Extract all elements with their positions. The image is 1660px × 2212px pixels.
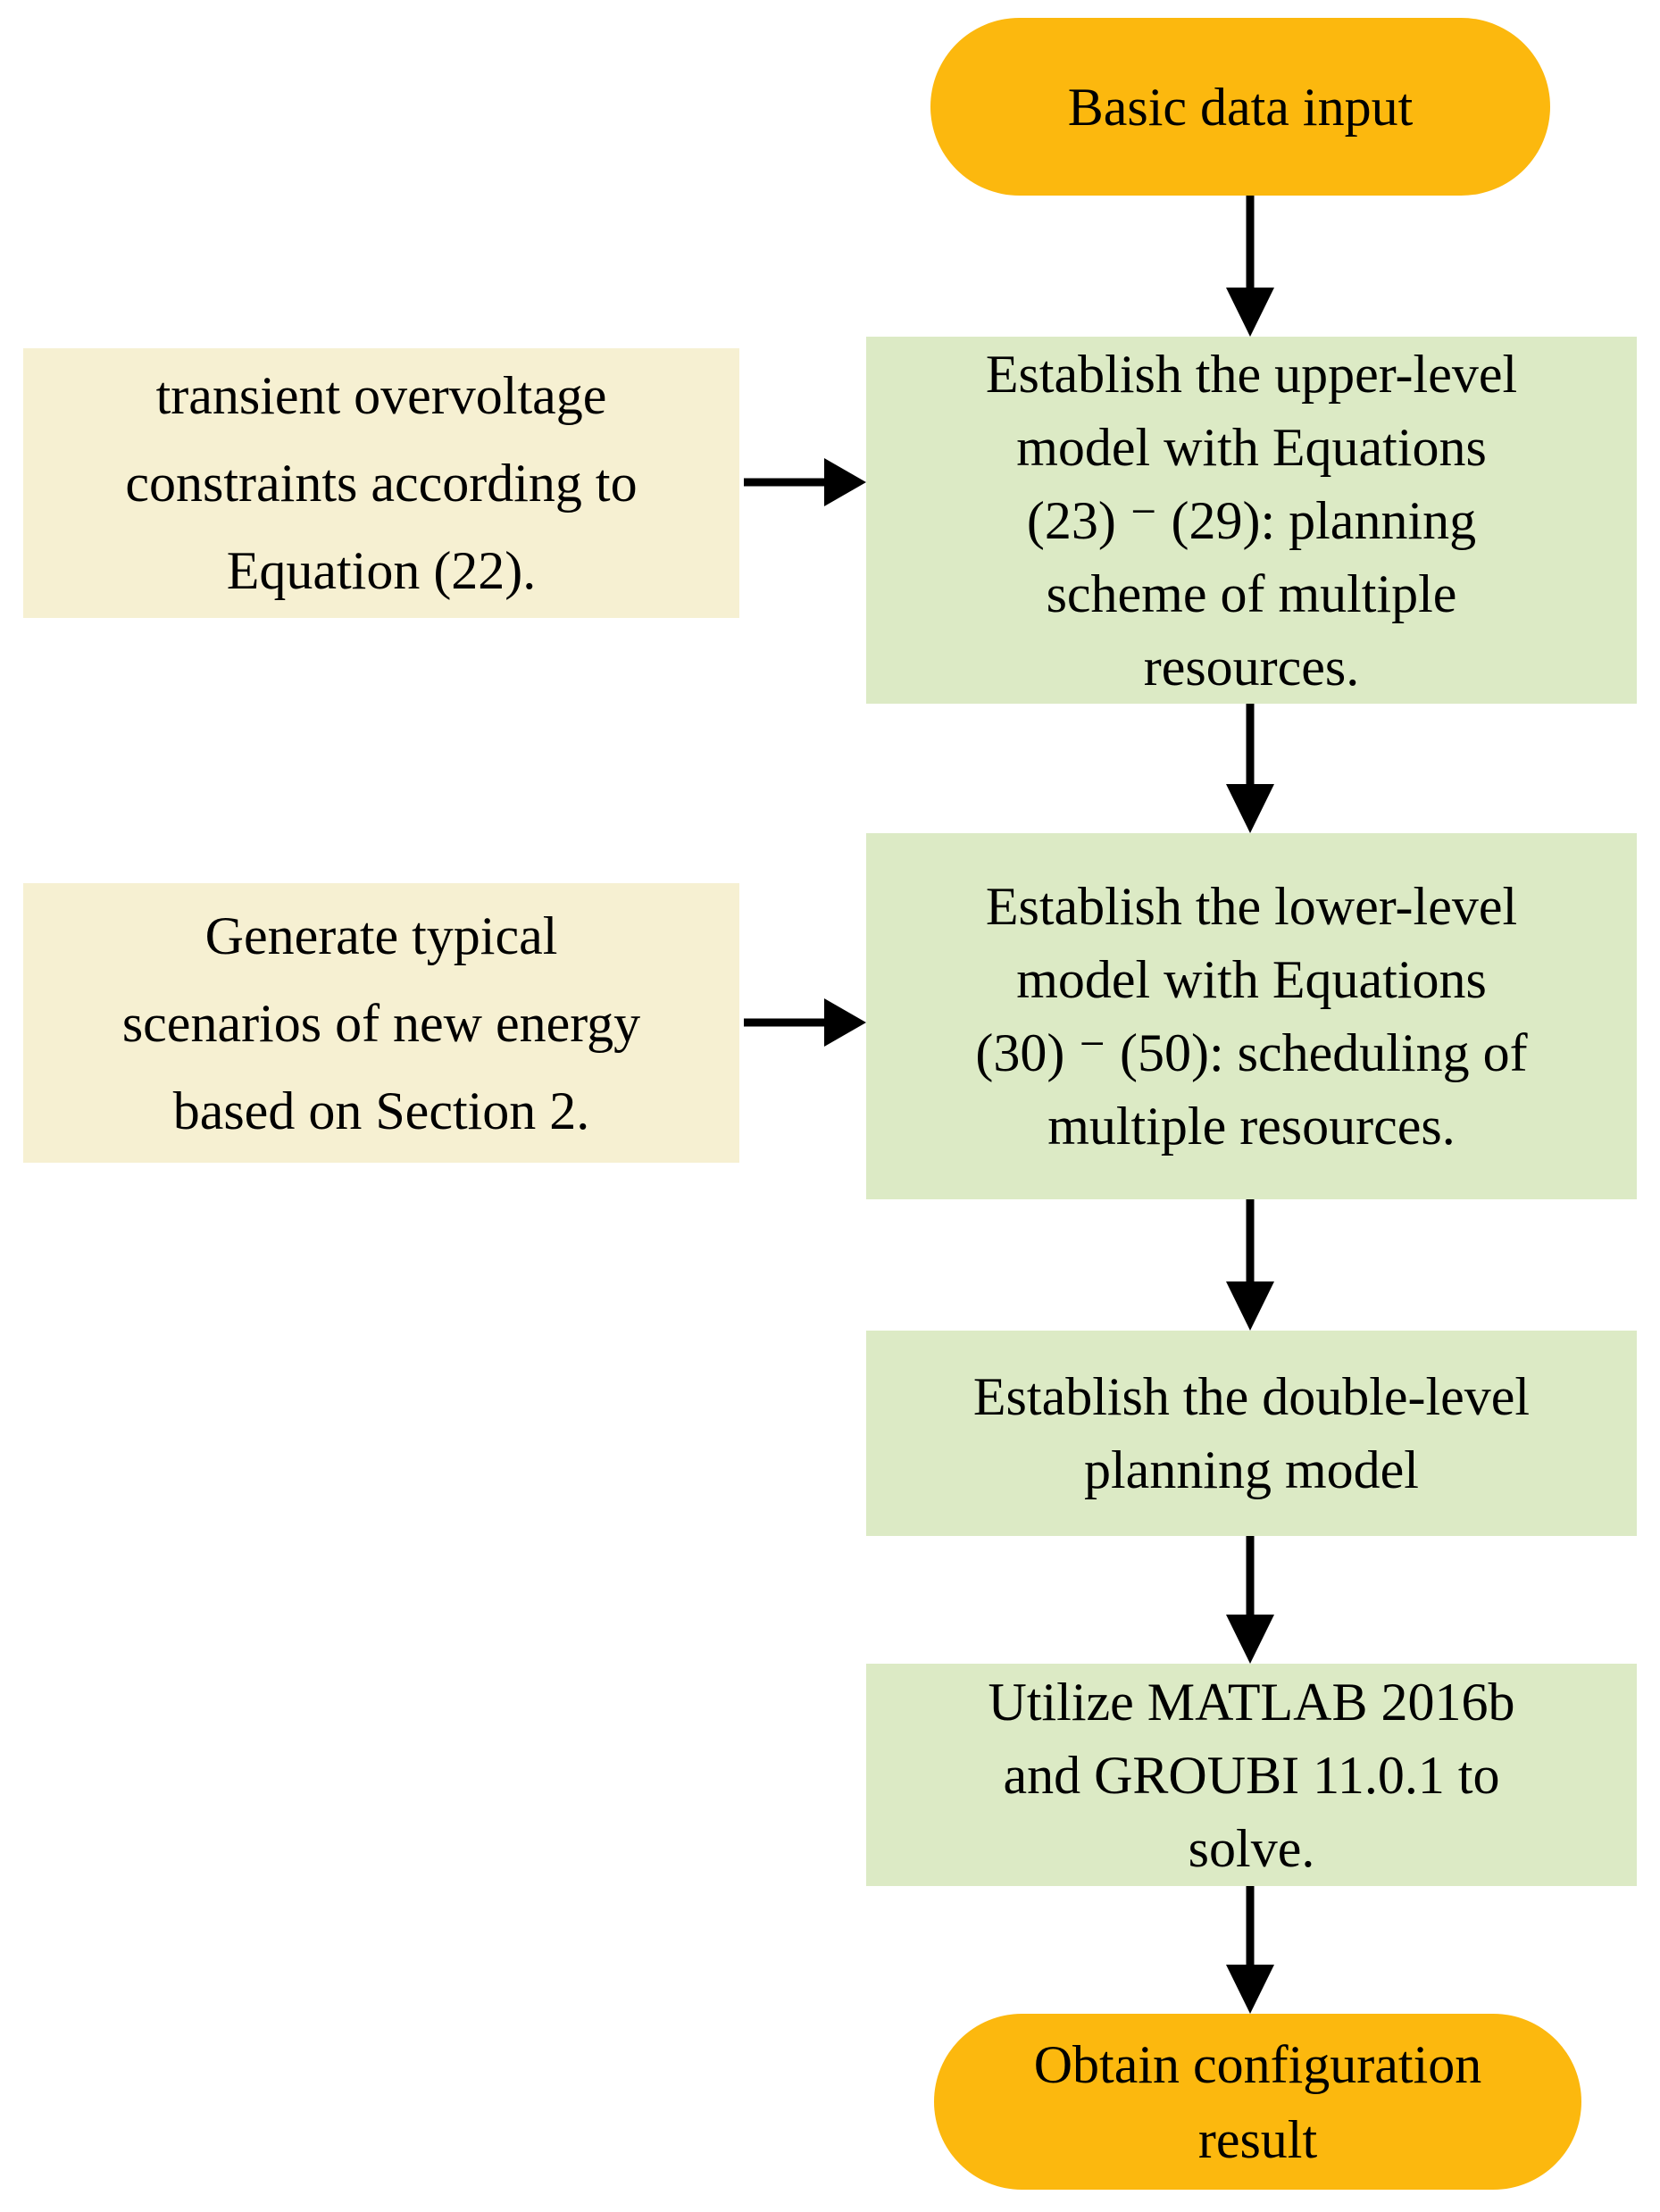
- process-step-double-level-model: Establish the double-level planning mode…: [866, 1331, 1637, 1536]
- arrow-down-icon: [1223, 196, 1277, 337]
- node-text-line: Utilize MATLAB 2016b: [988, 1672, 1515, 1732]
- input-note-transient-overvoltage: transient overvoltage constraints accord…: [23, 348, 739, 618]
- node-text-line: and GROUBI 11.0.1 to: [1003, 1745, 1500, 1805]
- node-text-line: multiple resources.: [1047, 1097, 1456, 1156]
- arrow-down-icon: [1223, 1536, 1277, 1664]
- process-step-lower-level-model: Establish the lower-level model with Equ…: [866, 833, 1637, 1199]
- node-text-line: (23) ⁻ (29): planning: [1026, 490, 1477, 550]
- node-text-line: based on Section 2.: [172, 1081, 590, 1140]
- node-text-line: Establish the double-level: [972, 1367, 1531, 1426]
- node-text-line: Equation (22).: [226, 541, 537, 600]
- node-text-line: Basic data input: [1067, 77, 1414, 137]
- node-text-line: (30) ⁻ (50): scheduling of: [975, 1023, 1528, 1082]
- arrow-down-icon: [1223, 704, 1277, 833]
- node-text-line: Obtain configuration: [1033, 2034, 1482, 2094]
- arrow-right-icon: [744, 455, 866, 509]
- process-step-upper-level-model: Establish the upper-level model with Equ…: [866, 337, 1637, 704]
- process-step-solve: Utilize MATLAB 2016b and GROUBI 11.0.1 t…: [866, 1664, 1637, 1886]
- node-text-line: planning model: [1084, 1440, 1419, 1499]
- node-text-line: solve.: [1188, 1818, 1315, 1878]
- node-text-line: Establish the lower-level: [985, 877, 1518, 936]
- node-text-line: constraints according to: [125, 454, 638, 513]
- node-text-line: Generate typical: [204, 906, 558, 965]
- arrow-down-icon: [1223, 1199, 1277, 1331]
- node-text-line: scheme of multiple: [1046, 563, 1457, 623]
- node-text-line: result: [1197, 2109, 1318, 2169]
- node-text-line: resources.: [1143, 637, 1360, 697]
- start-node: Basic data input: [930, 18, 1550, 196]
- input-note-typical-scenarios: Generate typical scenarios of new energy…: [23, 883, 739, 1163]
- node-text-line: scenarios of new energy: [121, 993, 641, 1053]
- node-text-line: transient overvoltage: [155, 366, 607, 425]
- node-text-line: model with Equations: [1016, 950, 1487, 1009]
- node-text-line: Establish the upper-level: [985, 344, 1518, 404]
- arrow-down-icon: [1223, 1886, 1277, 2014]
- end-node: Obtain configuration result: [934, 2014, 1581, 2190]
- node-text-line: model with Equations: [1016, 417, 1487, 477]
- arrow-right-icon: [744, 996, 866, 1049]
